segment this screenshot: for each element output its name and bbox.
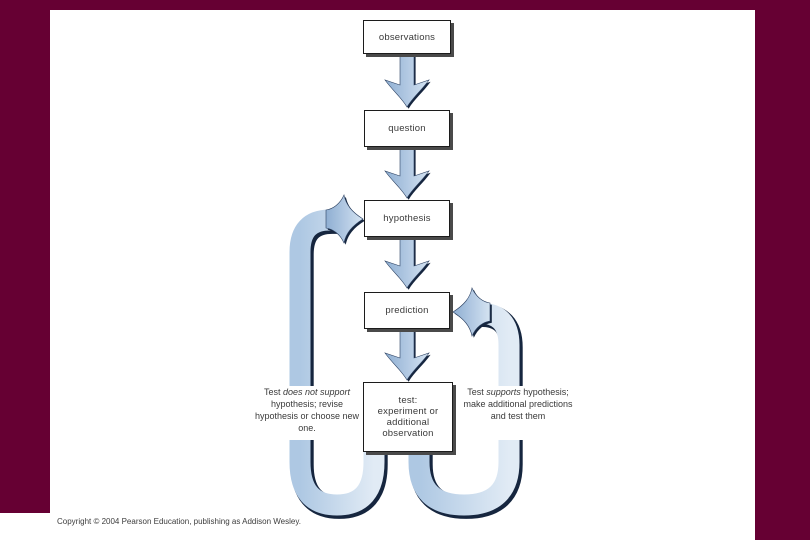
- arrow-prediction-to-test: [384, 327, 431, 383]
- copyright-text: Copyright © 2004 Pearson Education, publ…: [57, 517, 301, 526]
- flow-node-prediction: prediction: [364, 292, 450, 329]
- right-loop-label-suffix: hypothesis; make additional predictions …: [463, 387, 573, 421]
- left-loop-arrow: [289, 194, 388, 519]
- slide-background-notch: [0, 513, 50, 540]
- flow-node-observations: observations: [363, 20, 451, 54]
- right-loop-label-italic: supports: [486, 387, 521, 397]
- flow-node-test: test: experiment or additional observati…: [363, 382, 453, 452]
- arrow-question-to-hypothesis: [384, 145, 431, 201]
- right-loop-arrow: [408, 287, 523, 519]
- right-loop-label-prefix: Test: [467, 387, 487, 397]
- arrow-observations-to-question: [384, 54, 431, 110]
- arrow-hypothesis-to-prediction: [384, 235, 431, 291]
- left-loop-label-suffix: hypothesis; revise hypothesis or choose …: [254, 399, 360, 433]
- right-loop-label: Test supports hypothesis; make additiona…: [460, 386, 576, 440]
- flow-node-hypothesis: hypothesis: [364, 200, 450, 237]
- flow-node-question: question: [364, 110, 450, 147]
- left-loop-label-prefix: Test: [263, 387, 283, 397]
- left-loop-label: Test does not support hypothesis; revise…: [249, 386, 365, 440]
- left-loop-label-italic: does not support: [282, 387, 351, 397]
